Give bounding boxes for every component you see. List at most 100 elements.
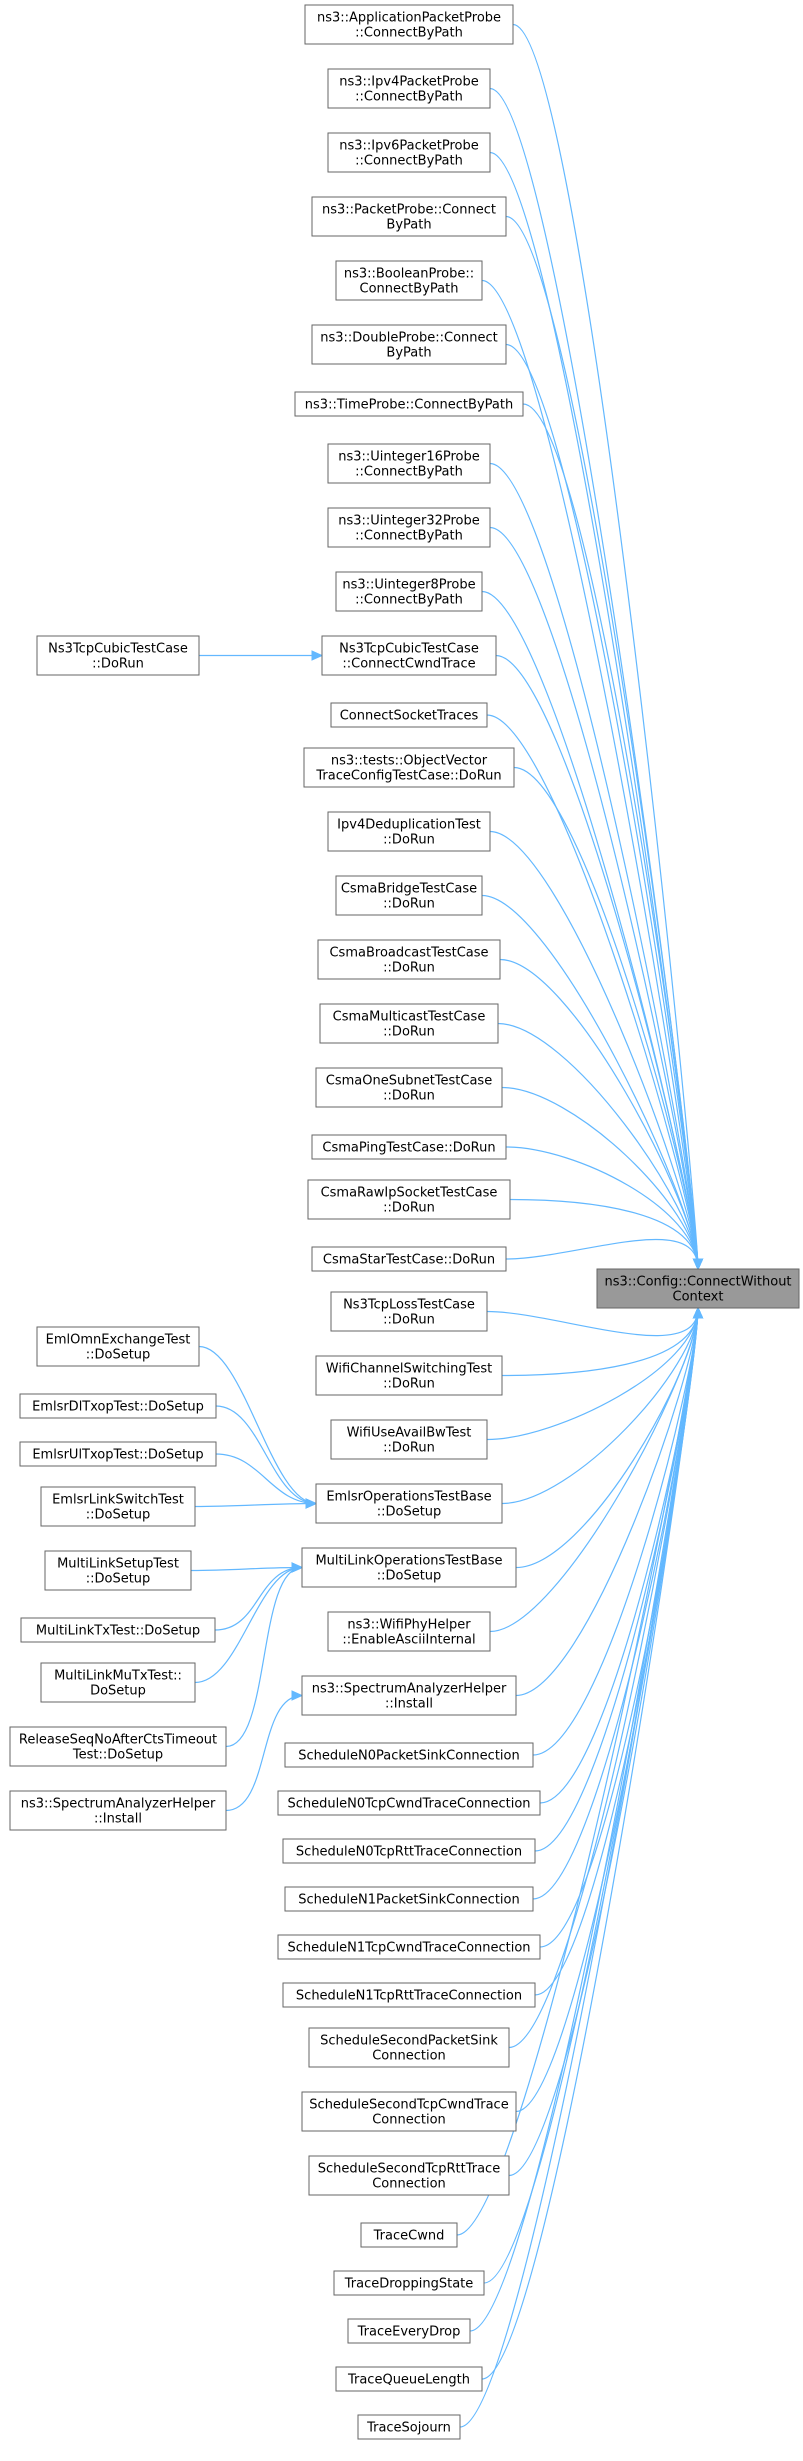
- call-edge: [532, 1307, 699, 1756]
- node-label: TraceDroppingState: [344, 2277, 474, 2292]
- function-node[interactable]: ns3::ApplicationPacketProbe::ConnectByPa…: [304, 4, 514, 45]
- node-label: ::ConnectByPath: [355, 90, 463, 105]
- function-node[interactable]: Ipv4DeduplicationTest::DoRun: [327, 811, 491, 852]
- node-label: ns3::Ipv6PacketProbe: [339, 139, 479, 154]
- function-node[interactable]: MultiLinkOperationsTestBase::DoSetup: [301, 1547, 517, 1588]
- function-node[interactable]: TraceQueueLength: [335, 2366, 483, 2392]
- function-node[interactable]: ns3::TimeProbe::ConnectByPath: [294, 391, 524, 417]
- call-edge: [214, 1566, 303, 1631]
- function-node[interactable]: ScheduleN0TcpCwndTraceConnection: [277, 1790, 541, 1816]
- node-label: CsmaBridgeTestCase: [341, 882, 477, 897]
- node-label: EmlsrLinkSwitchTest: [52, 1493, 184, 1508]
- function-node[interactable]: CsmaMulticastTestCase::DoRun: [319, 1003, 499, 1044]
- node-label: ::DoRun: [92, 657, 144, 672]
- node-label: ::DoRun: [383, 961, 435, 976]
- function-node[interactable]: WifiChannelSwitchingTest::DoRun: [315, 1355, 503, 1396]
- call-edge: [489, 526, 699, 1270]
- node-box: [277, 1934, 541, 1960]
- node-label: TraceCwnd: [373, 2229, 445, 2244]
- function-node[interactable]: EmlsrDlTxopTest::DoSetup: [19, 1393, 217, 1419]
- call-edge: [489, 830, 699, 1270]
- function-node[interactable]: WifiUseAvailBwTest::DoRun: [330, 1419, 488, 1460]
- node-label: ns3::SpectrumAnalyzerHelper: [312, 1682, 507, 1697]
- function-node[interactable]: ns3::SpectrumAnalyzerHelper::Install: [301, 1675, 517, 1716]
- function-node[interactable]: Ns3TcpCubicTestCase::ConnectCwndTrace: [321, 635, 497, 676]
- function-node[interactable]: Ns3TcpCubicTestCase::DoRun: [36, 635, 200, 676]
- function-node[interactable]: CsmaBridgeTestCase::DoRun: [335, 875, 483, 916]
- node-box: [20, 1617, 216, 1643]
- call-edge: [501, 1307, 699, 1505]
- function-node[interactable]: EmlOmnExchangeTest::DoSetup: [36, 1326, 200, 1367]
- function-node[interactable]: ns3::Uinteger16Probe::ConnectByPath: [327, 443, 491, 484]
- node-label: CsmaRawIpSocketTestCase: [321, 1186, 498, 1201]
- node-box: [327, 507, 491, 548]
- function-node[interactable]: CsmaBroadcastTestCase::DoRun: [317, 939, 501, 980]
- function-node[interactable]: ScheduleN0PacketSinkConnection: [284, 1742, 534, 1768]
- call-edge: [508, 1307, 699, 2177]
- node-label: Ipv4DeduplicationTest: [337, 818, 481, 833]
- function-node[interactable]: ns3::WifiPhyHelper::EnableAsciiInternal: [327, 1611, 491, 1652]
- node-label: ScheduleN1TcpRttTraceConnection: [296, 1989, 522, 2004]
- function-node[interactable]: MultiLinkSetupTest::DoSetup: [44, 1550, 192, 1591]
- function-node[interactable]: ConnectSocketTraces: [330, 702, 488, 728]
- call-edge: [522, 403, 699, 1270]
- function-node[interactable]: EmlsrUlTxopTest::DoSetup: [19, 1441, 217, 1467]
- node-box: [40, 1662, 196, 1703]
- function-node[interactable]: CsmaRawIpSocketTestCase::DoRun: [307, 1179, 511, 1220]
- function-node[interactable]: ns3::DoubleProbe::ConnectByPath: [311, 324, 507, 365]
- function-node[interactable]: ns3::Ipv6PacketProbe::ConnectByPath: [327, 132, 491, 173]
- function-node[interactable]: ns3::BooleanProbe::ConnectByPath: [335, 260, 483, 301]
- node-label: ns3::BooleanProbe::: [344, 267, 474, 282]
- function-node[interactable]: Ns3TcpLossTestCase::DoRun: [330, 1291, 488, 1332]
- function-node[interactable]: ns3::Uinteger8Probe::ConnectByPath: [335, 571, 483, 612]
- node-label: ns3::Config::ConnectWithout: [604, 1275, 791, 1290]
- function-node[interactable]: MultiLinkTxTest::DoSetup: [20, 1617, 216, 1643]
- node-label: CsmaMulticastTestCase: [333, 1010, 486, 1025]
- node-label: DoSetup: [90, 1684, 146, 1699]
- node-label: TraceEveryDrop: [357, 2325, 461, 2340]
- call-edge: [215, 1405, 317, 1505]
- call-edge: [501, 1086, 699, 1270]
- function-node[interactable]: CsmaOneSubnetTestCase::DoRun: [315, 1067, 503, 1108]
- node-box: [335, 2366, 483, 2392]
- function-node[interactable]: TraceDroppingState: [333, 2270, 485, 2296]
- node-box: [44, 1550, 192, 1591]
- function-node[interactable]: ScheduleN1TcpCwndTraceConnection: [277, 1934, 541, 1960]
- node-label: ::DoRun: [383, 1089, 435, 1104]
- call-edge: [190, 1566, 303, 1572]
- function-node[interactable]: ScheduleN0TcpRttTraceConnection: [282, 1838, 536, 1864]
- node-box: [327, 68, 491, 109]
- function-node[interactable]: ScheduleN1TcpRttTraceConnection: [282, 1982, 536, 2008]
- function-node[interactable]: ns3::SpectrumAnalyzerHelper::Install: [9, 1790, 227, 1831]
- node-label: MultiLinkTxTest::DoSetup: [36, 1624, 200, 1639]
- node-label: EmlsrUlTxopTest::DoSetup: [32, 1448, 203, 1463]
- call-edge: [194, 1502, 317, 1508]
- function-node[interactable]: TraceCwnd: [360, 2222, 458, 2248]
- node-label: Connection: [372, 2113, 446, 2128]
- function-node[interactable]: CsmaStarTestCase::DoRun: [311, 1246, 507, 1272]
- function-node[interactable]: CsmaPingTestCase::DoRun: [311, 1134, 507, 1160]
- node-label: ScheduleSecondPacketSink: [320, 2034, 498, 2049]
- function-node[interactable]: EmlsrOperationsTestBase::DoSetup: [315, 1483, 503, 1524]
- function-node[interactable]: TraceSojourn: [357, 2414, 461, 2440]
- node-label: ::DoSetup: [377, 1569, 442, 1584]
- call-edge: [534, 1307, 699, 1996]
- node-label: ScheduleN0TcpCwndTraceConnection: [287, 1797, 530, 1812]
- node-label: ScheduleN1PacketSinkConnection: [298, 1893, 519, 1908]
- function-node[interactable]: ScheduleN1PacketSinkConnection: [284, 1886, 534, 1912]
- edge-arrowhead: [291, 1562, 304, 1573]
- function-node[interactable]: MultiLinkMuTxTest::DoSetup: [40, 1662, 196, 1703]
- function-node[interactable]: EmlsrLinkSwitchTest::DoSetup: [40, 1486, 196, 1527]
- function-node[interactable]: ns3::Ipv4PacketProbe::ConnectByPath: [327, 68, 491, 109]
- function-node[interactable]: ns3::Uinteger32Probe::ConnectByPath: [327, 507, 491, 548]
- node-box: [36, 1326, 200, 1367]
- function-node[interactable]: ns3::tests::ObjectVectorTraceConfigTestC…: [303, 747, 515, 788]
- function-node[interactable]: TraceEveryDrop: [347, 2318, 471, 2344]
- function-node[interactable]: ns3::PacketProbe::ConnectByPath: [311, 196, 507, 237]
